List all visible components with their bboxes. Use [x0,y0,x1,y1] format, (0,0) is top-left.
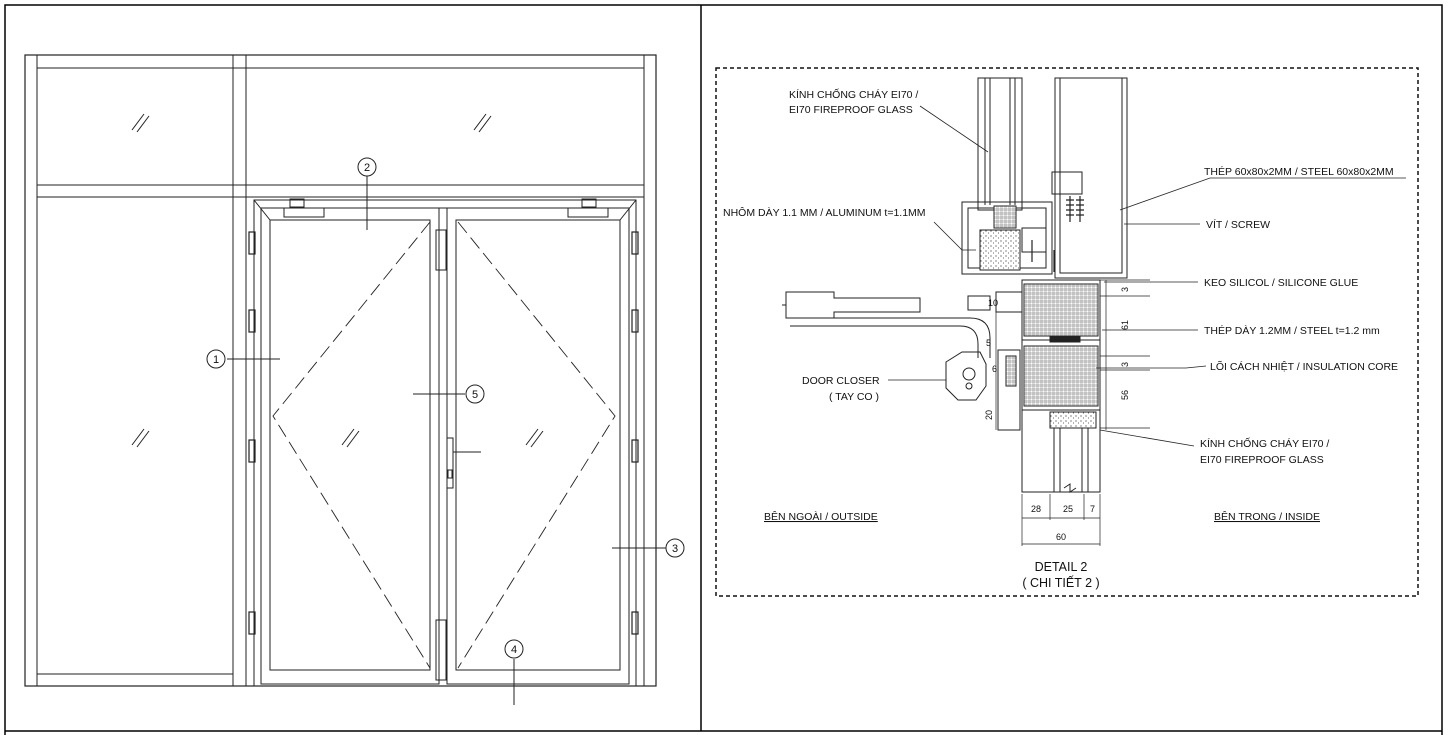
svg-text:5: 5 [472,389,478,401]
marker-2: 2 [357,157,377,177]
svg-text:4: 4 [511,644,517,656]
glass-hatch-marks [131,113,544,448]
item-markers: 1 2 3 4 5 [206,157,685,659]
marker-4: 4 [504,639,524,659]
label-screw: VÍT / SCREW [1206,218,1270,231]
label-closer-2: ( TAY CO ) [829,391,879,403]
dim-6: 6 [992,364,997,374]
marker-5: 5 [465,384,485,404]
dim-61: 61 [1120,320,1130,330]
marker-3: 3 [665,538,685,558]
label-outside: BÊN NGOÀI / OUTSIDE [764,510,878,523]
door-elevation [24,54,666,705]
dim-7: 7 [1090,504,1095,514]
svg-text:3: 3 [672,543,678,555]
label-steel-thin: THÉP DÀY 1.2MM / STEEL t=1.2 mm [1204,324,1380,337]
dim-25: 25 [1063,504,1073,514]
label-glass-bottom-1: KÍNH CHỐNG CHÁY EI70 / [1200,436,1329,450]
svg-text:1: 1 [213,354,219,366]
svg-text:2: 2 [364,162,370,174]
label-closer-1: DOOR CLOSER [802,375,880,387]
dim-10: 10 [988,298,998,308]
marker-1: 1 [206,349,226,369]
label-glass-bottom-2: EI70 FIREPROOF GLASS [1200,454,1324,466]
sheet-frame [4,4,1443,735]
dim-3-mid: 3 [1120,362,1130,367]
dim-60: 60 [1056,532,1066,542]
detail-labels: KÍNH CHỐNG CHÁY EI70 / EI70 FIREPROOF GL… [723,87,1398,590]
detail-subtitle: ( CHI TIẾT 2 ) [1022,575,1099,590]
label-glass-top-2: EI70 FIREPROOF GLASS [789,104,913,116]
dim-3-top: 3 [1120,287,1130,292]
detail-frame [715,67,1419,597]
dimension-labels: 3 61 3 56 28 25 7 60 10 5 20 6 [984,287,1130,542]
section-drawing [782,77,1406,546]
label-glass-top-1: KÍNH CHỐNG CHÁY EI70 / [789,87,918,101]
dim-56: 56 [1120,390,1130,400]
label-inside: BÊN TRONG / INSIDE [1214,510,1320,523]
label-aluminum: NHÔM DÀY 1.1 MM / ALUMINUM t=1.1MM [723,206,926,219]
label-insulation: LÕI CÁCH NHIỆT / INSULATION CORE [1210,360,1398,373]
label-steel: THÉP 60x80x2MM / STEEL 60x80x2MM [1204,165,1394,178]
dim-5: 5 [986,338,991,348]
dim-28: 28 [1031,504,1041,514]
detail-title: DETAIL 2 [1035,560,1088,574]
label-silicone: KEO SILICOL / SILICONE GLUE [1204,277,1358,289]
dim-20: 20 [984,410,994,420]
